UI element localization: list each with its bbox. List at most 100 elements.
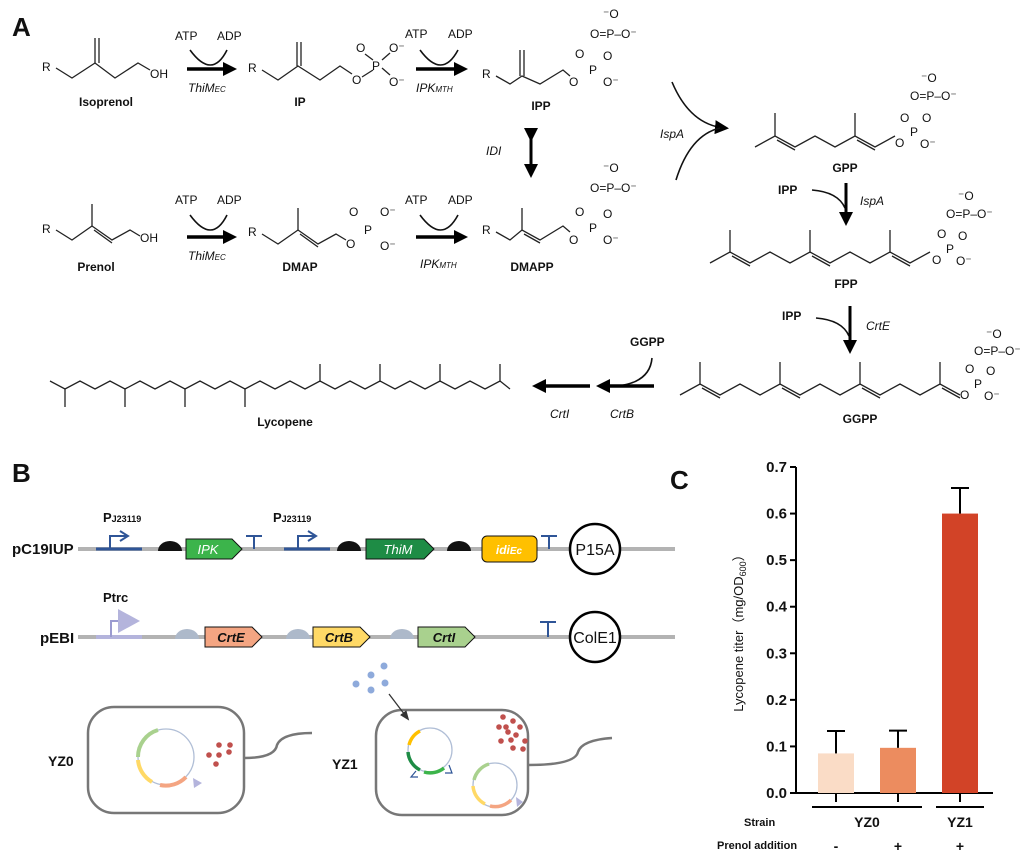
- reaction-ispa-2: IPP IspA: [778, 183, 884, 226]
- atom-o-minus: ⁻O: [603, 161, 619, 175]
- promoter-label: P: [273, 510, 282, 525]
- cofactor-ggpp: GGPP: [630, 335, 665, 349]
- cell-yz0: YZ0: [48, 705, 313, 815]
- promoter-arrow-icon: [110, 620, 118, 637]
- strain-label-yz0: YZ0: [48, 753, 74, 769]
- rbs-icon: [337, 541, 361, 551]
- compound-ip: IP: [294, 95, 305, 109]
- promoter-ptrc: Ptrc: [103, 590, 128, 605]
- atom-p: P: [364, 223, 372, 237]
- hydroxyl-label: OH: [140, 231, 158, 245]
- plasmid-name: pC19IUP: [12, 541, 74, 558]
- reaction-thim-bottom: ATP ADP ThiMEC: [175, 193, 242, 263]
- cofactor-ipp: IPP: [782, 309, 801, 323]
- atom-o-minus: ⁻O: [921, 71, 937, 85]
- enzyme-crti: CrtI: [550, 407, 570, 421]
- atom-p: P: [910, 125, 918, 139]
- enzyme-ispa: IspA: [860, 194, 884, 208]
- atp-label: ATP: [405, 27, 427, 41]
- hydroxyl-label: OH: [150, 67, 168, 81]
- phosphate-group: O=P–O⁻: [946, 207, 993, 221]
- gene-crte-label: CrtE: [217, 630, 245, 645]
- enzyme-thim: ThiM: [188, 249, 215, 263]
- promoter-sub: J23119: [282, 514, 312, 524]
- atom-o-minus: ⁻O: [603, 7, 619, 21]
- cell-membrane: [86, 705, 246, 815]
- atom-o: O: [352, 73, 361, 87]
- gene-thim: [365, 538, 435, 560]
- reaction-ipk-bottom: ATP ADP IPKMTH: [405, 193, 473, 271]
- y-tick-label: 0.3: [766, 645, 787, 662]
- dmap-structure: R O P O O⁻ O⁻ DMAP: [248, 205, 396, 274]
- gene-crtb-label: CrtB: [325, 630, 353, 645]
- enzyme-thim-sub: EC: [215, 85, 226, 94]
- terminator-icon: [540, 621, 556, 637]
- enzyme-crtb: CrtB: [610, 407, 634, 421]
- strain-group-label: YZ1: [947, 814, 973, 830]
- enzyme-thim: ThiM: [188, 81, 215, 95]
- r-group-label: R: [248, 61, 257, 75]
- compound-ggpp: GGPP: [843, 412, 878, 426]
- adp-label: ADP: [217, 193, 242, 207]
- gene-crtb: [312, 626, 371, 648]
- compound-ipp: IPP: [531, 99, 550, 113]
- compound-prenol: Prenol: [77, 260, 114, 274]
- atom-o: O: [937, 227, 946, 241]
- enzyme-ipk-sub: MTH: [439, 261, 457, 270]
- gene-idi-label: idi: [496, 543, 511, 557]
- origin-cole1: [568, 610, 622, 664]
- atom-o: O: [356, 41, 365, 55]
- y-tick-label: 0.7: [766, 459, 787, 476]
- atom-p: P: [372, 59, 380, 73]
- strain-group-label: YZ0: [854, 814, 880, 830]
- enzyme-ipk-sub: MTH: [435, 85, 453, 94]
- phosphate-group: O=P–O⁻: [974, 344, 1021, 358]
- cell-yz1: YZ1: [332, 662, 613, 817]
- atom-o: O: [922, 111, 931, 125]
- plasmid-circle-icon: [471, 762, 523, 809]
- prenol-mark: +: [894, 838, 902, 854]
- atom-o-minus: O⁻: [984, 389, 1000, 403]
- atom-o: O: [932, 253, 941, 267]
- bar: [880, 747, 916, 793]
- ip-structure: R O P O O⁻ O⁻ IP: [248, 41, 405, 109]
- atom-o-minus: ⁻O: [986, 327, 1002, 341]
- atom-o-minus: O⁻: [389, 41, 405, 55]
- uptake-arrow: [388, 693, 410, 721]
- reaction-crte: IPP CrtE: [782, 306, 891, 354]
- atom-p: P: [589, 221, 597, 235]
- origin-label: P15A: [575, 542, 614, 559]
- gene-idi: [481, 535, 538, 563]
- r-group-label: R: [248, 225, 257, 239]
- compound-gpp: GPP: [832, 161, 857, 175]
- r-group-label: R: [482, 223, 491, 237]
- svg-text:IPKMTH: IPKMTH: [416, 81, 453, 95]
- rbs-icon: [158, 541, 182, 551]
- gene-thim-label: ThiM: [384, 542, 413, 557]
- fpp-structure: O P O O⁻ O O=P–O⁻ ⁻O FPP: [709, 189, 993, 291]
- lycopene-dots-icon: [496, 714, 528, 752]
- plasmid-pebi: pEBI Ptrc CrtE CrtB CrtI ColE1: [40, 590, 675, 664]
- prenol-mark: +: [956, 838, 964, 854]
- svg-text:PJ23119: PJ23119: [103, 510, 141, 525]
- svg-text:PJ23119: PJ23119: [273, 510, 311, 525]
- phosphate-group: O=P–O⁻: [590, 27, 637, 41]
- bar: [942, 513, 978, 793]
- promoter-arrow-icon: [297, 535, 314, 549]
- flagellum: [527, 736, 613, 767]
- atom-o: O: [603, 49, 612, 63]
- reaction-crtb-crti: GGPP CrtI CrtB: [532, 335, 665, 421]
- strain-label-yz1: YZ1: [332, 756, 358, 772]
- atp-label: ATP: [175, 193, 197, 207]
- atp-label: ATP: [405, 193, 427, 207]
- atom-o: O: [895, 136, 904, 150]
- atom-o: O: [575, 205, 584, 219]
- atom-o: O: [900, 111, 909, 125]
- atom-p: P: [946, 242, 954, 256]
- r-group-label: R: [42, 60, 51, 74]
- adp-label: ADP: [448, 27, 473, 41]
- svg-text:idiEc: idiEc: [496, 543, 523, 557]
- rbs-icon: [286, 629, 310, 639]
- svg-text:ThiMEC: ThiMEC: [188, 249, 226, 263]
